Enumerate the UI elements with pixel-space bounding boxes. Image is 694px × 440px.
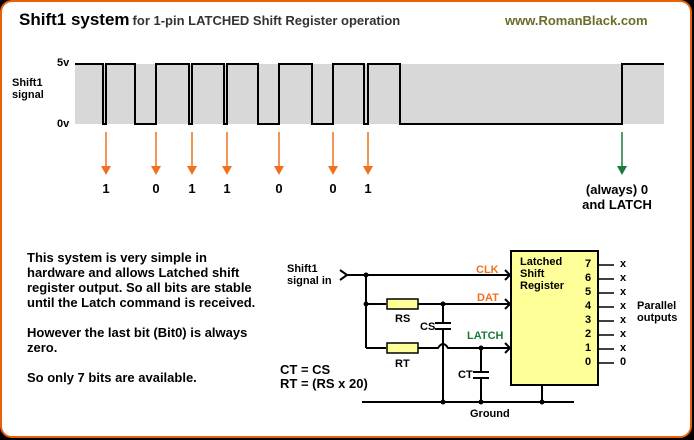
parallel-label-line2: outputs — [637, 312, 678, 324]
bit-value: 0 — [275, 181, 283, 196]
ct-label: CT — [458, 369, 473, 381]
junction-dot — [363, 301, 369, 307]
pin-number: 0 — [585, 356, 592, 368]
junction-dot — [478, 399, 484, 405]
level-low-label: 0v — [57, 118, 70, 130]
formula-rt: RT = (RS x 20) — [280, 376, 368, 391]
clk-label: CLK — [476, 264, 499, 276]
formula-ct: CT = CS — [280, 362, 331, 377]
resistor-rt — [386, 342, 419, 354]
latch-wire — [418, 343, 510, 349]
junction-dot — [539, 399, 545, 405]
input-connector — [339, 269, 349, 281]
bit-arrow-head — [222, 166, 232, 175]
rt-label: RT — [395, 358, 410, 370]
input-label-line2: signal in — [287, 275, 332, 287]
latch-label: LATCH — [467, 330, 504, 342]
pin-number: 7 — [585, 258, 592, 270]
description-paragraph: However the last bit (Bit0) is always ze… — [27, 325, 248, 355]
junction-dot — [478, 345, 484, 351]
output-value: x — [620, 328, 627, 340]
level-high-label: 5v — [57, 57, 70, 69]
dat-label: DAT — [477, 292, 499, 304]
final-bit-label-line1: (always) 0 — [585, 182, 649, 197]
signal-background — [75, 64, 664, 124]
description-text: This system is very simple in hardware a… — [27, 250, 267, 400]
output-value: 0 — [620, 356, 627, 368]
output-value: x — [620, 300, 627, 312]
final-bit-label-line2: and LATCH — [582, 197, 652, 212]
bit-arrow-head — [151, 166, 161, 175]
junction-dot — [440, 399, 446, 405]
bit-arrow-head — [328, 166, 338, 175]
signal-waveform — [75, 63, 664, 125]
output-value: x — [620, 272, 627, 284]
bit-value: 1 — [364, 181, 372, 196]
bit-arrow-head — [187, 166, 197, 175]
register-label-line3: Register — [520, 280, 565, 292]
bit-value: 0 — [152, 181, 160, 196]
website-link[interactable]: www.RomanBlack.com — [505, 13, 648, 28]
rs-label: RS — [395, 313, 411, 325]
output-value: x — [620, 258, 627, 270]
bit-arrow-head — [274, 166, 284, 175]
output-value: x — [620, 314, 627, 326]
ground-label: Ground — [470, 408, 510, 420]
input-label-line1: Shift1 — [287, 263, 318, 275]
parallel-label-line1: Parallel — [637, 300, 677, 312]
title-subtitle: for 1-pin LATCHED Shift Register operati… — [132, 13, 401, 28]
final-bit-label: (always) 0 and LATCH — [572, 182, 662, 212]
bit-arrow-head — [363, 166, 373, 175]
bit-value: 1 — [188, 181, 196, 196]
latch-arrow-head — [617, 166, 627, 175]
register-label-line2: Shift — [520, 268, 545, 280]
output-value: x — [620, 342, 627, 354]
resistor-rs — [386, 298, 419, 310]
cs-label: CS — [420, 321, 436, 333]
description-paragraph: This system is very simple in hardware a… — [27, 250, 256, 310]
junction-dot — [363, 272, 369, 278]
junction-dot — [440, 301, 446, 307]
bit-value: 0 — [329, 181, 337, 196]
circuit-schematic — [339, 269, 574, 403]
bit-value: 1 — [223, 181, 231, 196]
bit-arrow-head — [101, 166, 111, 175]
pin-number: 6 — [585, 272, 592, 284]
description-paragraph: So only 7 bits are available. — [27, 370, 197, 385]
pin-number: 2 — [585, 328, 592, 340]
register-label-line1: Latched — [520, 256, 563, 268]
pin-number: 1 — [585, 342, 592, 354]
pin-number: 5 — [585, 286, 592, 298]
signal-label-line1: Shift1 — [12, 77, 43, 89]
pin-number: 4 — [585, 300, 592, 312]
signal-label-line2: signal — [12, 89, 44, 101]
shift-register-box — [510, 250, 599, 386]
output-value: x — [620, 286, 627, 298]
junction-dots — [363, 272, 545, 405]
title-main: Shift1 system — [19, 10, 130, 29]
pin-number: 3 — [585, 314, 592, 326]
bit-value: 1 — [102, 181, 110, 196]
